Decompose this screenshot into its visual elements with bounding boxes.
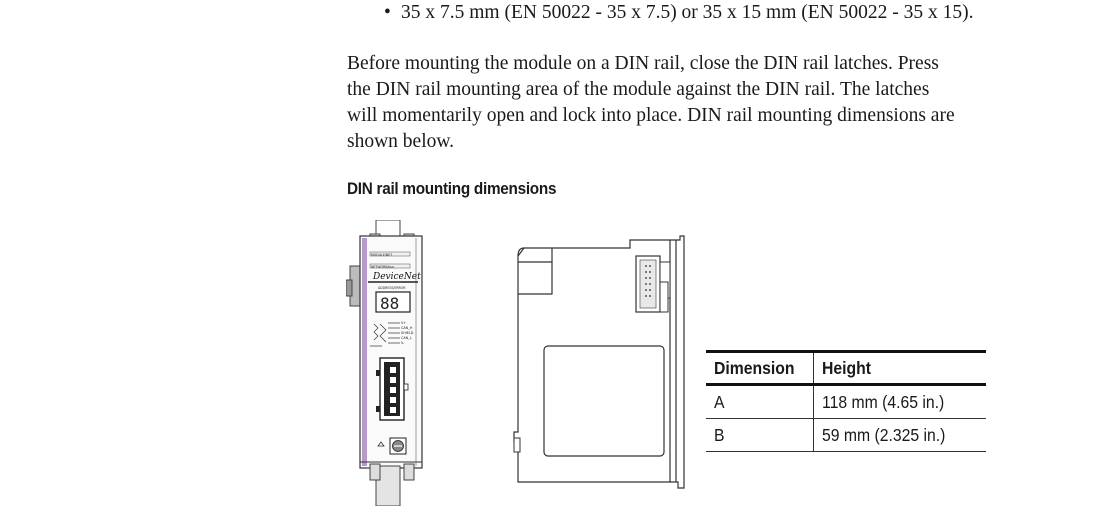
bullet-item: • 35 x 7.5 mm (EN 50022 - 35 x 7.5) or 35… xyxy=(384,1,974,25)
table-cell: 59 mm (2.325 in.) xyxy=(822,424,946,445)
table-cell: B xyxy=(706,418,814,452)
pin-label: SHIELD xyxy=(401,331,414,335)
pin-label: V- xyxy=(401,341,405,345)
address-display: 88 xyxy=(380,294,399,313)
table-cell: 118 mm (4.65 in.) xyxy=(822,391,945,412)
module-side-drawing xyxy=(513,235,685,489)
column-header-dimension: Dimension xyxy=(706,351,814,385)
table-row: B 59 mm (2.325 in.) xyxy=(706,418,986,452)
paragraph-line: will momentarily open and lock into plac… xyxy=(347,105,955,126)
pin-label: CAN_H xyxy=(401,326,413,330)
paragraph-line: the DIN rail mounting area of the module… xyxy=(347,79,930,100)
body-paragraph: Before mounting the module on a DIN rail… xyxy=(347,51,1037,155)
display-label: ADDRESS/ERROR xyxy=(378,286,406,290)
section-heading: DIN rail mounting dimensions xyxy=(347,179,557,198)
table-row: A 118 mm (4.65 in.) xyxy=(706,384,986,419)
bullet-marker: • xyxy=(384,2,391,23)
table-cell: A xyxy=(706,384,814,419)
wiring-schematic xyxy=(370,322,400,347)
brand-logo: DeviceNet xyxy=(372,272,421,282)
status-label: MODULE/NET xyxy=(371,253,392,257)
module-front-drawing: MODULE/NET NETWORK/bus DeviceNet ADDRESS… xyxy=(346,220,423,506)
pin-label: CAN_L xyxy=(401,336,412,340)
paragraph-line: Before mounting the module on a DIN rail… xyxy=(347,53,939,74)
bullet-text: 35 x 7.5 mm (EN 50022 - 35 x 7.5) or 35 … xyxy=(401,2,974,23)
module-stripe xyxy=(362,238,367,466)
column-header-height: Height xyxy=(822,357,872,378)
table-header-row: Dimension Height xyxy=(706,351,986,385)
status-label: NETWORK/bus xyxy=(371,265,394,269)
paragraph-line: shown below. xyxy=(347,131,455,152)
pin-label: V+ xyxy=(401,321,406,325)
dimension-table: Dimension Height A 118 mm (4.65 in.) B 5… xyxy=(706,350,986,452)
